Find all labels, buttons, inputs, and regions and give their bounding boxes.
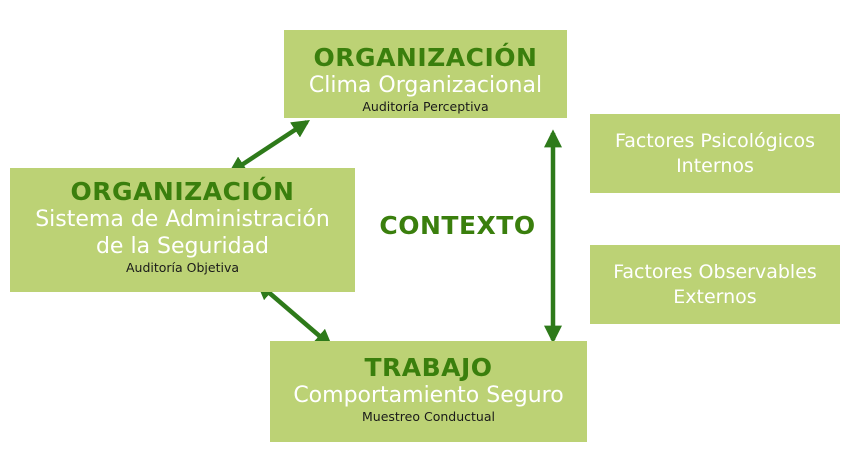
- organizacion-clima-note: Auditoría Perceptiva: [362, 99, 489, 114]
- factores-psicologicos-box: Factores Psicológicos Internos: [590, 114, 840, 193]
- trabajo-note: Muestreo Conductual: [362, 409, 495, 424]
- arrow-org-top-to-org-left: [227, 120, 311, 174]
- organizacion-sistema-note: Auditoría Objetiva: [125, 260, 240, 275]
- arrow-org-left-to-trabajo: [256, 281, 333, 348]
- organizacion-sistema-subtitle-line2: de la Seguridad: [95, 234, 270, 259]
- trabajo-box: TRABAJO Comportamiento Seguro Muestreo C…: [270, 341, 587, 442]
- trabajo-subtitle: Comportamiento Seguro: [293, 383, 564, 408]
- organizacion-sistema-box: ORGANIZACIÓN Sistema de Administración d…: [10, 168, 355, 292]
- organizacion-clima-title: ORGANIZACIÓN: [313, 43, 538, 72]
- contexto-label: CONTEXTO: [379, 211, 536, 240]
- organizacion-sistema-title: ORGANIZACIÓN: [70, 177, 295, 206]
- trabajo-title: TRABAJO: [364, 353, 493, 382]
- factores-psicologicos-line2: Internos: [676, 154, 754, 177]
- factores-observables-box: Factores Observables Externos: [590, 245, 840, 324]
- factores-psicologicos-line1: Factores Psicológicos: [615, 129, 815, 152]
- factores-observables-line2: Externos: [673, 285, 757, 308]
- factores-observables-line1: Factores Observables: [613, 260, 817, 283]
- factores-observables-text: Factores Observables Externos: [613, 260, 817, 310]
- organizacion-clima-box: ORGANIZACIÓN Clima Organizacional Audito…: [284, 30, 567, 118]
- organizacion-sistema-subtitle-line1: Sistema de Administración: [35, 207, 330, 232]
- factores-psicologicos-text: Factores Psicológicos Internos: [615, 129, 815, 179]
- organizacion-clima-subtitle: Clima Organizacional: [308, 73, 543, 98]
